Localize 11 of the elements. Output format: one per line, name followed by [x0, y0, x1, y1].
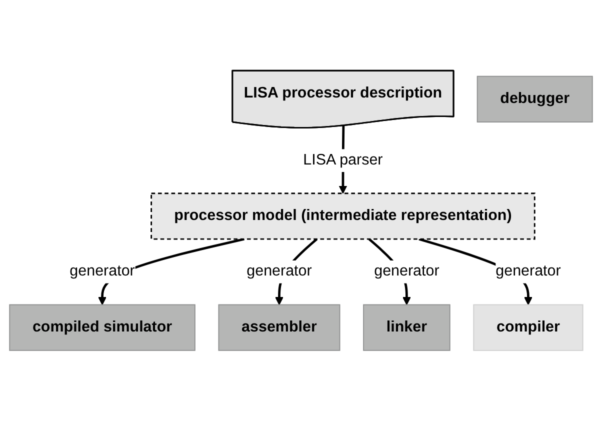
- node-box: debugger: [476, 76, 593, 122]
- node-box: linker: [363, 304, 450, 351]
- node-box: assembler: [218, 304, 340, 351]
- edge-label: generator: [70, 263, 135, 280]
- edge-label: generator: [374, 263, 440, 280]
- edge-label: LISA parser: [303, 152, 383, 168]
- edge-label: generator: [496, 263, 561, 280]
- node-box: compiled simulator: [9, 304, 196, 351]
- edge-label: generator: [246, 263, 312, 280]
- node-box: processor model (intermediate representation): [150, 192, 536, 240]
- node-box: compiler: [473, 304, 584, 351]
